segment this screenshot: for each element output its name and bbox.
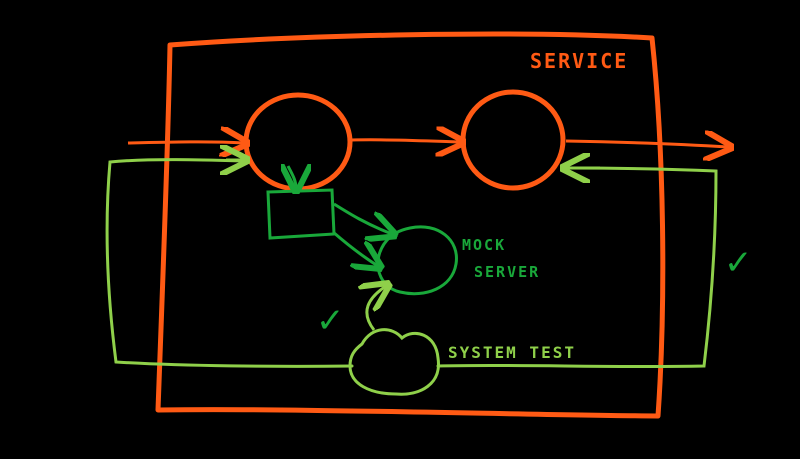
system-test-node	[348, 328, 440, 396]
mock-server-node	[376, 225, 458, 296]
flow-arrow-in	[127, 142, 244, 143]
flow-arrow-out	[565, 141, 728, 147]
service-node-right	[460, 89, 566, 191]
check-icon: ✓	[724, 243, 753, 283]
arrow-node-to-box	[288, 166, 296, 188]
system-test-label: SYSTEM TEST	[448, 343, 576, 362]
check-icon: ✓	[316, 301, 345, 341]
arrow-box-to-mock-lower	[332, 230, 378, 266]
test-arrow-to-mock	[367, 286, 386, 331]
service-node-left	[243, 92, 353, 192]
mock-server-label-line2: SERVER	[474, 263, 540, 281]
mock-client-box	[266, 188, 336, 240]
system-test-loop	[105, 158, 718, 369]
flow-arrow-between	[351, 140, 460, 142]
service-label: SERVICE	[530, 49, 628, 73]
arrow-box-to-mock-upper	[333, 202, 392, 234]
service-boundary	[155, 31, 666, 419]
mock-server-label-line1: MOCK	[462, 236, 506, 254]
